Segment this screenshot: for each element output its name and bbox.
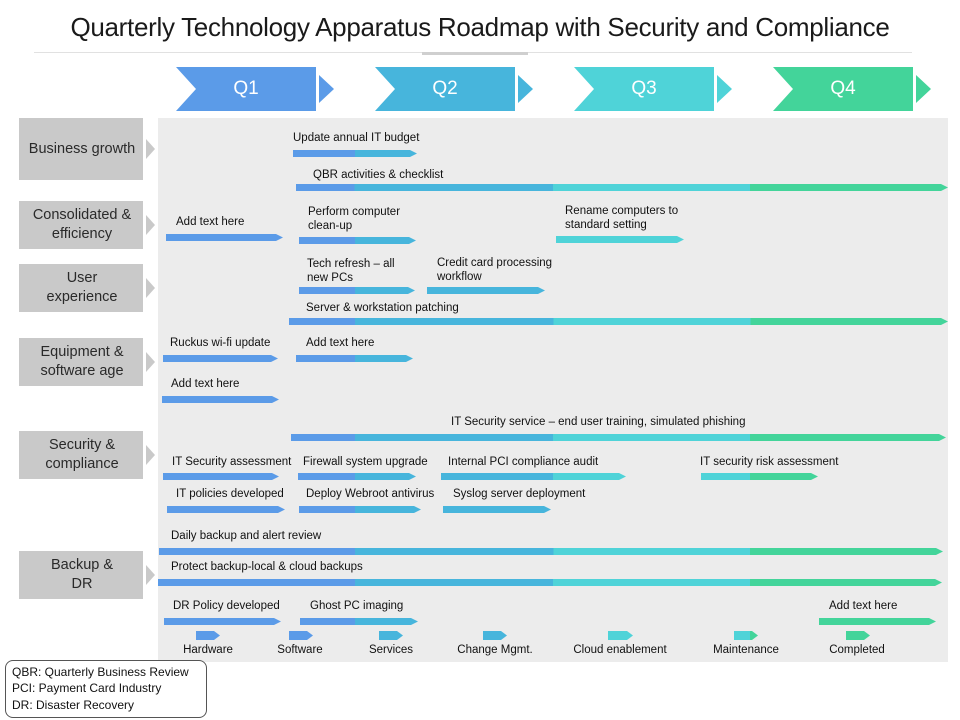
task-bar bbox=[167, 506, 285, 513]
task-label: Tech refresh – all new PCs bbox=[307, 258, 395, 284]
category-chevron-shape bbox=[19, 551, 155, 599]
quarter-chevron-shape bbox=[176, 67, 334, 111]
task-label: Add text here bbox=[171, 378, 240, 390]
task-label: Credit card processing workflow bbox=[437, 257, 553, 283]
task-bar bbox=[299, 506, 421, 513]
title-divider-accent bbox=[422, 52, 528, 55]
task-label: IT security risk assessment bbox=[700, 456, 839, 468]
roadmap-panel bbox=[158, 118, 948, 662]
legend-arrow-icon bbox=[196, 631, 220, 640]
category-label: User experience bbox=[46, 270, 118, 305]
legend-arrow-icon bbox=[289, 631, 313, 640]
task-label: Deploy Webroot antivirus bbox=[306, 488, 435, 500]
quarter-header-q4: Q4 bbox=[773, 67, 933, 111]
task-bar bbox=[293, 150, 417, 157]
task-bar bbox=[701, 473, 818, 480]
legend-label-completed: Completed bbox=[829, 644, 885, 656]
task-bar bbox=[166, 234, 283, 241]
category-consolidated-efficiency: Consolidated & efficiency bbox=[19, 201, 155, 249]
task-bar bbox=[298, 473, 416, 480]
task-label: IT Security assessment bbox=[172, 456, 292, 468]
task-label: IT Security service – end user training,… bbox=[451, 416, 746, 428]
category-chevron-shape bbox=[19, 431, 155, 479]
task-bar bbox=[299, 287, 415, 294]
legend-label-cloud-enablement: Cloud enablement bbox=[573, 644, 667, 656]
category-label: Business growth bbox=[28, 140, 136, 157]
category-label: Consolidated & efficiency bbox=[32, 207, 132, 242]
task-label: Ghost PC imaging bbox=[310, 600, 404, 612]
category-label: Backup & DR bbox=[50, 557, 114, 592]
task-label: Protect backup-local & cloud backups bbox=[171, 561, 363, 573]
quarter-label: Q4 bbox=[830, 78, 856, 99]
abbreviations-box: QBR: Quarterly Business Review PCI: Paym… bbox=[5, 660, 207, 718]
legend-label-change-mgmt: Change Mgmt. bbox=[457, 644, 533, 656]
task-bar bbox=[300, 618, 418, 625]
abbreviation-qbr: QBR: Quarterly Business Review bbox=[12, 665, 189, 679]
category-label: Security & compliance bbox=[45, 437, 119, 472]
task-bar bbox=[819, 618, 936, 625]
task-label: Add text here bbox=[306, 337, 375, 349]
category-label: Equipment & software age bbox=[40, 344, 124, 379]
task-label: Update annual IT budget bbox=[293, 132, 420, 144]
task-label: Add text here bbox=[829, 600, 898, 612]
task-bar bbox=[556, 236, 684, 243]
quarter-chevron-shape bbox=[375, 67, 533, 111]
category-business-growth: Business growth bbox=[19, 118, 155, 180]
task-label: Daily backup and alert review bbox=[171, 530, 322, 542]
task-bar bbox=[443, 506, 551, 513]
task-bar bbox=[158, 579, 942, 586]
category-user-experience: User experience bbox=[19, 264, 155, 312]
task-bar bbox=[159, 548, 943, 555]
quarter-label: Q2 bbox=[432, 78, 458, 99]
category-backup-dr: Backup & DR bbox=[19, 551, 155, 599]
task-bar bbox=[296, 355, 413, 362]
quarter-chevron-shape bbox=[773, 67, 931, 111]
quarter-header-q3: Q3 bbox=[574, 67, 734, 111]
quarter-chevron-shape bbox=[574, 67, 732, 111]
task-label: Rename computers to standard setting bbox=[565, 205, 679, 231]
task-label: Add text here bbox=[176, 216, 245, 228]
category-chevron-shape bbox=[19, 118, 155, 180]
task-bar bbox=[296, 184, 948, 191]
legend-arrow-icon bbox=[734, 631, 758, 640]
abbreviation-dr: DR: Disaster Recovery bbox=[12, 698, 135, 712]
task-label: DR Policy developed bbox=[173, 600, 280, 612]
task-bar bbox=[291, 434, 946, 441]
quarter-label: Q1 bbox=[233, 78, 259, 99]
task-label: Firewall system upgrade bbox=[303, 456, 428, 468]
task-bar bbox=[163, 355, 278, 362]
legend-label-software: Software bbox=[277, 644, 323, 656]
category-chevron-shape bbox=[19, 201, 155, 249]
task-bar bbox=[164, 618, 281, 625]
legend-label-hardware: Hardware bbox=[183, 644, 233, 656]
task-label: IT policies developed bbox=[176, 488, 284, 500]
task-label: Internal PCI compliance audit bbox=[448, 456, 599, 468]
legend-label-maintenance: Maintenance bbox=[713, 644, 779, 656]
legend-arrow-icon bbox=[608, 631, 633, 640]
legend-arrow-icon bbox=[846, 631, 870, 640]
task-bar bbox=[299, 237, 416, 244]
task-label: Syslog server deployment bbox=[453, 488, 586, 500]
category-equipment-software-age: Equipment & software age bbox=[19, 338, 155, 386]
category-security-compliance: Security & compliance bbox=[19, 431, 155, 479]
task-label: QBR activities & checklist bbox=[313, 169, 444, 181]
quarter-label: Q3 bbox=[631, 78, 657, 99]
task-bar bbox=[441, 473, 626, 480]
task-label: Server & workstation patching bbox=[306, 302, 459, 314]
task-bar bbox=[427, 287, 545, 294]
quarter-header-q2: Q2 bbox=[375, 67, 535, 111]
task-bar bbox=[163, 473, 279, 480]
category-chevron-shape bbox=[19, 338, 155, 386]
legend-arrow-icon bbox=[483, 631, 507, 640]
abbreviation-pci: PCI: Payment Card Industry bbox=[12, 681, 162, 695]
task-bar bbox=[289, 318, 948, 325]
page-title: Quarterly Technology Apparatus Roadmap w… bbox=[70, 12, 890, 42]
task-bar bbox=[162, 396, 279, 403]
task-label: Perform computer clean-up bbox=[308, 206, 401, 232]
legend-arrow-icon bbox=[379, 631, 403, 640]
legend-label-services: Services bbox=[368, 644, 414, 656]
quarter-header-q1: Q1 bbox=[176, 67, 336, 111]
category-chevron-shape bbox=[19, 264, 155, 312]
task-label: Ruckus wi-fi update bbox=[170, 337, 271, 349]
